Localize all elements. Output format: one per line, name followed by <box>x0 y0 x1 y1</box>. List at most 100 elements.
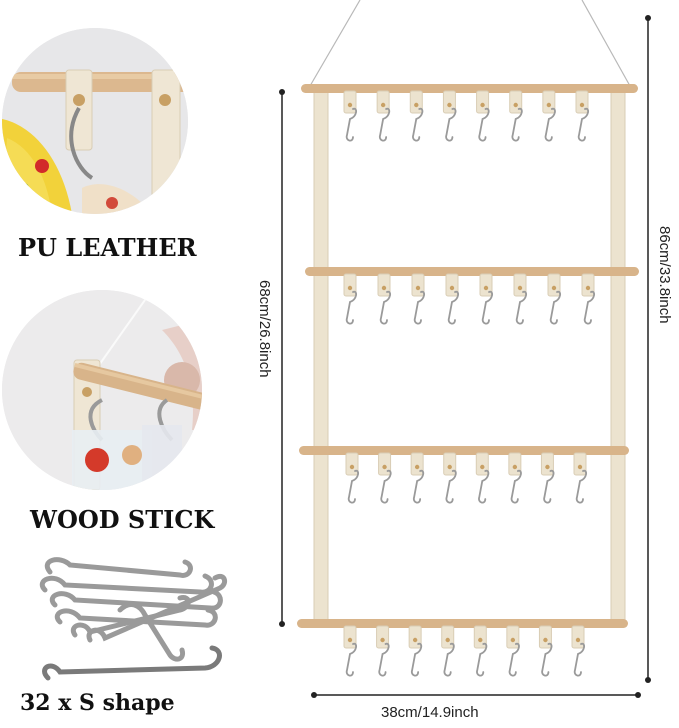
s-hook <box>511 107 523 142</box>
rivet <box>412 637 418 643</box>
s-hook <box>380 469 392 504</box>
s-hook <box>478 107 490 142</box>
leather-tab <box>513 273 527 297</box>
s-hook <box>445 107 457 142</box>
s-hook <box>378 642 390 677</box>
width-label: 38cm/14.9inch <box>381 704 479 721</box>
leather-tab <box>575 90 589 114</box>
leather-tab <box>571 625 585 649</box>
s-hook <box>447 290 459 325</box>
rivet <box>347 102 353 108</box>
leather-tab <box>411 273 425 297</box>
hook-rows <box>343 90 595 677</box>
s-hook <box>478 469 490 504</box>
rivet <box>445 637 450 643</box>
s-hooks-caption: 32 x S shape <box>20 690 175 716</box>
s-hook <box>583 290 595 325</box>
rivet <box>546 102 552 108</box>
leather-tab <box>506 625 520 649</box>
s-hook <box>379 290 391 325</box>
pu-leather-illustration <box>2 28 188 214</box>
leather-tab <box>542 90 556 114</box>
s-hook <box>410 642 423 677</box>
rivet <box>577 464 583 470</box>
leather-tab <box>408 625 422 649</box>
leather-tab <box>409 90 423 114</box>
leather-tab <box>476 90 490 114</box>
leather-tab <box>509 90 523 114</box>
leather-tab <box>343 273 357 297</box>
s-hook <box>345 642 357 677</box>
rivet <box>545 464 550 470</box>
leather-tab <box>538 625 552 649</box>
wood-stick-illustration <box>2 290 202 490</box>
pu-leather-photo <box>2 28 188 214</box>
leather-tab <box>378 452 392 476</box>
wood-stick-caption: WOOD STICK <box>30 505 215 534</box>
s-hooks-pile <box>40 557 228 681</box>
leather-tab <box>376 90 390 114</box>
left-leather-strap <box>313 85 329 625</box>
s-hook <box>481 290 493 325</box>
rivet <box>585 285 591 291</box>
rivet <box>380 637 385 643</box>
rivet <box>447 464 452 470</box>
rivet <box>575 637 581 643</box>
s-hook <box>543 469 555 504</box>
leather-tab <box>508 452 522 476</box>
rivet <box>347 637 353 643</box>
pu-leather-caption: PU LEATHER <box>18 233 197 262</box>
wood-stick-photo <box>2 290 202 490</box>
hanging-string-left <box>309 0 361 87</box>
s-hook <box>544 107 556 142</box>
s-hook <box>476 642 488 677</box>
s-hook <box>412 107 424 142</box>
s-hook <box>573 642 585 677</box>
rivet <box>510 637 516 643</box>
rivet <box>382 464 387 470</box>
rivet <box>480 102 485 108</box>
leather-tab <box>445 273 459 297</box>
leather-tab <box>475 452 489 476</box>
rivet <box>513 102 518 108</box>
leather-tab <box>343 625 357 649</box>
hanging-string-right <box>581 0 631 87</box>
rivet <box>381 285 387 291</box>
rivet <box>480 464 485 470</box>
leather-tab <box>443 452 457 476</box>
leather-tab <box>377 273 391 297</box>
leather-tab <box>441 625 455 649</box>
s-hook <box>541 642 553 677</box>
leather-tab <box>343 90 357 114</box>
rivet <box>517 285 523 291</box>
rivet <box>447 102 452 108</box>
leather-tab <box>573 452 587 476</box>
s-hook <box>577 107 589 142</box>
leather-tab <box>473 625 487 649</box>
rivet <box>347 285 353 291</box>
s-hook <box>378 107 391 142</box>
leather-tab <box>581 273 595 297</box>
rivet <box>483 285 489 291</box>
s-hook <box>510 469 522 504</box>
leather-tab <box>345 452 359 476</box>
s-hook <box>347 469 359 504</box>
leather-tab <box>376 625 390 649</box>
s-hook <box>413 290 425 325</box>
rivet <box>579 102 585 108</box>
leather-tab <box>442 90 456 114</box>
right-leather-strap <box>610 85 626 625</box>
s-hook <box>575 469 587 504</box>
rivet <box>415 285 421 291</box>
leather-tab <box>410 452 424 476</box>
rivet <box>414 464 420 470</box>
rivet <box>551 285 557 291</box>
leather-tab <box>479 273 493 297</box>
s-hook <box>443 642 455 677</box>
s-hook <box>515 290 527 325</box>
s-hook <box>345 290 357 325</box>
s-hook <box>345 107 357 142</box>
rivet <box>380 102 386 108</box>
rivet <box>414 102 419 108</box>
